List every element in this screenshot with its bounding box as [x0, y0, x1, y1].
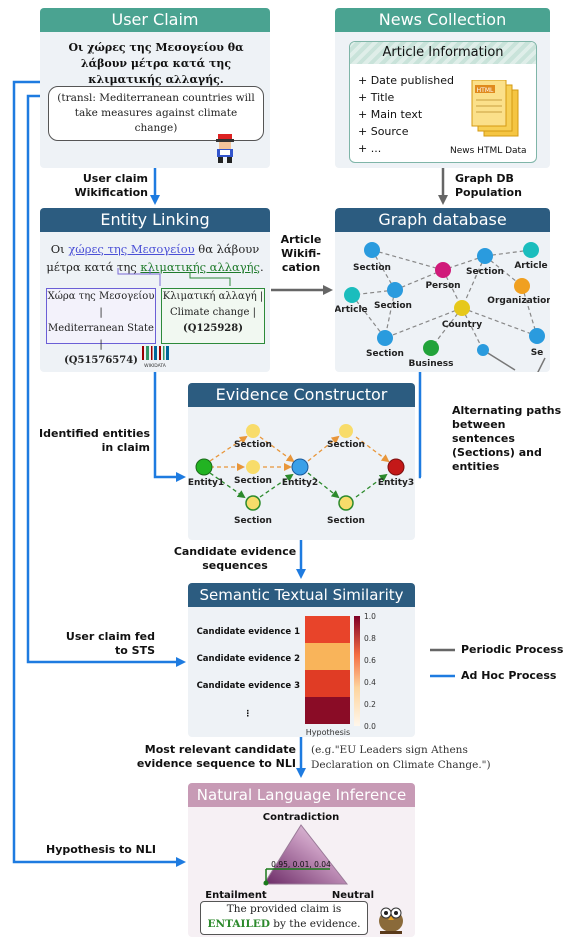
article-field: + Main text: [358, 108, 423, 121]
entity-link-climate[interactable]: κλιματικής αλλαγής: [140, 260, 260, 274]
evidence-node-label: Entity3: [378, 478, 414, 488]
colorbar-tick: 0.8: [364, 634, 376, 643]
heatmap-row-label: Candidate evidence 2: [197, 654, 301, 664]
graph-node-label: Article: [335, 305, 368, 315]
sts-header: Semantic Textual Similarity: [188, 583, 415, 607]
graph-node-label: Organization: [487, 296, 550, 306]
nli-contradiction-label: Contradiction: [263, 812, 340, 823]
article-fields-list: + Date published + Title + Main text + S…: [358, 72, 454, 157]
article-field: + ...: [358, 142, 382, 155]
article-info-card: Article Information + Date published + T…: [349, 41, 537, 163]
evidence-node-label: Section: [234, 516, 272, 526]
colorbar-tick: 0.4: [364, 678, 376, 687]
entity-box-climate: Κλιματική αλλαγή | Climate change | (Q12…: [161, 288, 265, 344]
legend-periodic-label: Periodic Process: [461, 643, 564, 656]
claim-translation-bubble: (transl: Mediterranean countries will ta…: [48, 86, 264, 141]
label-user-claim-wikification: User claim Wikification: [74, 172, 148, 199]
evidence-node-label: Section: [327, 516, 365, 526]
heatmap-row-label: ⋮: [244, 709, 253, 719]
colorbar-tick: 0.6: [364, 656, 376, 665]
label-most-relevant: Most relevant candidate evidence sequenc…: [136, 743, 296, 770]
graph-node-label: Business: [409, 359, 454, 369]
claim-greek-text: Οι χώρες της Μεσογείου θα λάβουν μέτρα κ…: [68, 41, 244, 86]
news-collection-header: News Collection: [335, 8, 550, 32]
graph-node-label: Person: [425, 281, 460, 291]
graph-node-label: Country: [442, 320, 482, 330]
colorbar-tick: 0.0: [364, 722, 376, 731]
html-badge: HTML: [477, 87, 494, 94]
pixel-character-icon: [216, 134, 234, 163]
graph-node-label: Se: [531, 348, 544, 358]
entity-linking-panel: Entity Linking Οι χώρες της Μεσογείου θα…: [40, 208, 270, 372]
wikidata-wordmark: WIKIDATA: [144, 363, 167, 369]
nli-triangle: Contradiction 0.95, 0.01, 0.04 Entailmen…: [205, 812, 374, 901]
graph-node-label: Article: [514, 261, 547, 271]
heatmap-row-label: Candidate evidence 3: [197, 681, 301, 691]
user-claim-panel: User Claim Οι χώρες της Μεσογείου θα λάβ…: [40, 8, 270, 168]
arrow-graph-to-evidence: [418, 372, 422, 479]
graph-node-label: Section: [374, 301, 412, 311]
owl-character-icon: [379, 907, 403, 934]
arrow-claim-to-sts: [26, 94, 186, 667]
label-graph-db-population: Graph DB Population: [455, 172, 522, 199]
label-alternating-paths: Alternating paths between sentences (Sec…: [452, 404, 562, 473]
arrow-linking-to-evidence: [153, 372, 186, 482]
graph-network: Section Person Section Article Article S…: [335, 242, 550, 372]
heatmap-row-label: Candidate evidence 1: [197, 627, 301, 637]
evidence-constructor-panel: Evidence Constructor Section: [188, 383, 415, 540]
label-hypothesis-nli: Hypothesis to NLI: [45, 843, 156, 856]
colorbar-tick: 1.0: [364, 612, 376, 621]
nli-result-box: The provided claim is ENTAILED by the ev…: [200, 901, 368, 935]
evidence-graph: Section Section Entity1 Section Entity2 …: [188, 424, 414, 526]
evidence-node-label: Section: [327, 440, 365, 450]
graph-database-panel: Graph database: [335, 208, 550, 372]
article-field: + Source: [358, 125, 409, 138]
label-article-wikification: Article Wikifi- cation: [280, 233, 322, 274]
nli-header: Natural Language Inference: [188, 783, 415, 807]
graph-node-label: Section: [466, 267, 504, 277]
article-field: + Date published: [358, 74, 455, 87]
nli-neutral-label: Neutral: [332, 890, 374, 901]
evidence-constructor-header: Evidence Constructor: [188, 383, 415, 407]
nli-entailed-word: ENTAILED: [207, 918, 270, 930]
graph-database-header: Graph database: [335, 208, 550, 232]
arrow-claim-to-nli: [12, 80, 186, 867]
label-example-evidence: (e.g."EU Leaders sign Athens Declaration…: [311, 744, 491, 771]
graph-node-label: Section: [366, 349, 404, 359]
evidence-node-label: Entity2: [282, 478, 318, 488]
news-collection-panel: News Collection Article Information + Da…: [335, 8, 550, 168]
entity-link-mediterranean[interactable]: χώρες της Μεσογείου: [68, 242, 195, 256]
html-data-label: News HTML Data: [450, 146, 527, 156]
sts-panel: Semantic Textual Similarity Candidate ev…: [188, 583, 415, 737]
graph-node-label: Section: [353, 263, 391, 273]
linked-sentence: Οι χώρες της Μεσογείου θα λάβουν μέτρα κ…: [46, 242, 264, 274]
nli-panel: Natural Language Inference Contradiction…: [188, 783, 415, 937]
evidence-node-label: Section: [234, 476, 272, 486]
evidence-node-label: Section: [234, 440, 272, 450]
colorbar-tick: 0.2: [364, 700, 376, 709]
wikidata-logo: WIKIDATA: [142, 346, 169, 369]
legend-adhoc-label: Ad Hoc Process: [461, 669, 557, 682]
heatmap-x-label: Hypothesis: [306, 728, 350, 737]
label-claim-fed-sts: User claim fed to STS: [65, 630, 155, 657]
article-field: + Title: [358, 91, 395, 104]
nli-entailment-label: Entailment: [205, 890, 267, 901]
entity-linking-header: Entity Linking: [40, 208, 270, 232]
label-identified-entities: Identified entities in claim: [39, 427, 150, 454]
article-info-title: Article Information: [350, 42, 536, 64]
nli-probabilities: 0.95, 0.01, 0.04: [271, 860, 331, 869]
html-documents-icon: HTML: [471, 80, 519, 137]
entity-box-mediterranean: Χώρα της Μεσογείου | Mediterranean State…: [46, 288, 156, 366]
entity-link-connectors: [117, 268, 231, 286]
evidence-node-label: Entity1: [188, 478, 224, 488]
sts-heatmap: Candidate evidence 1 Candidate evidence …: [197, 612, 377, 737]
label-candidate-sequences: Candidate evidence sequences: [173, 545, 297, 572]
user-claim-header: User Claim: [40, 8, 270, 32]
